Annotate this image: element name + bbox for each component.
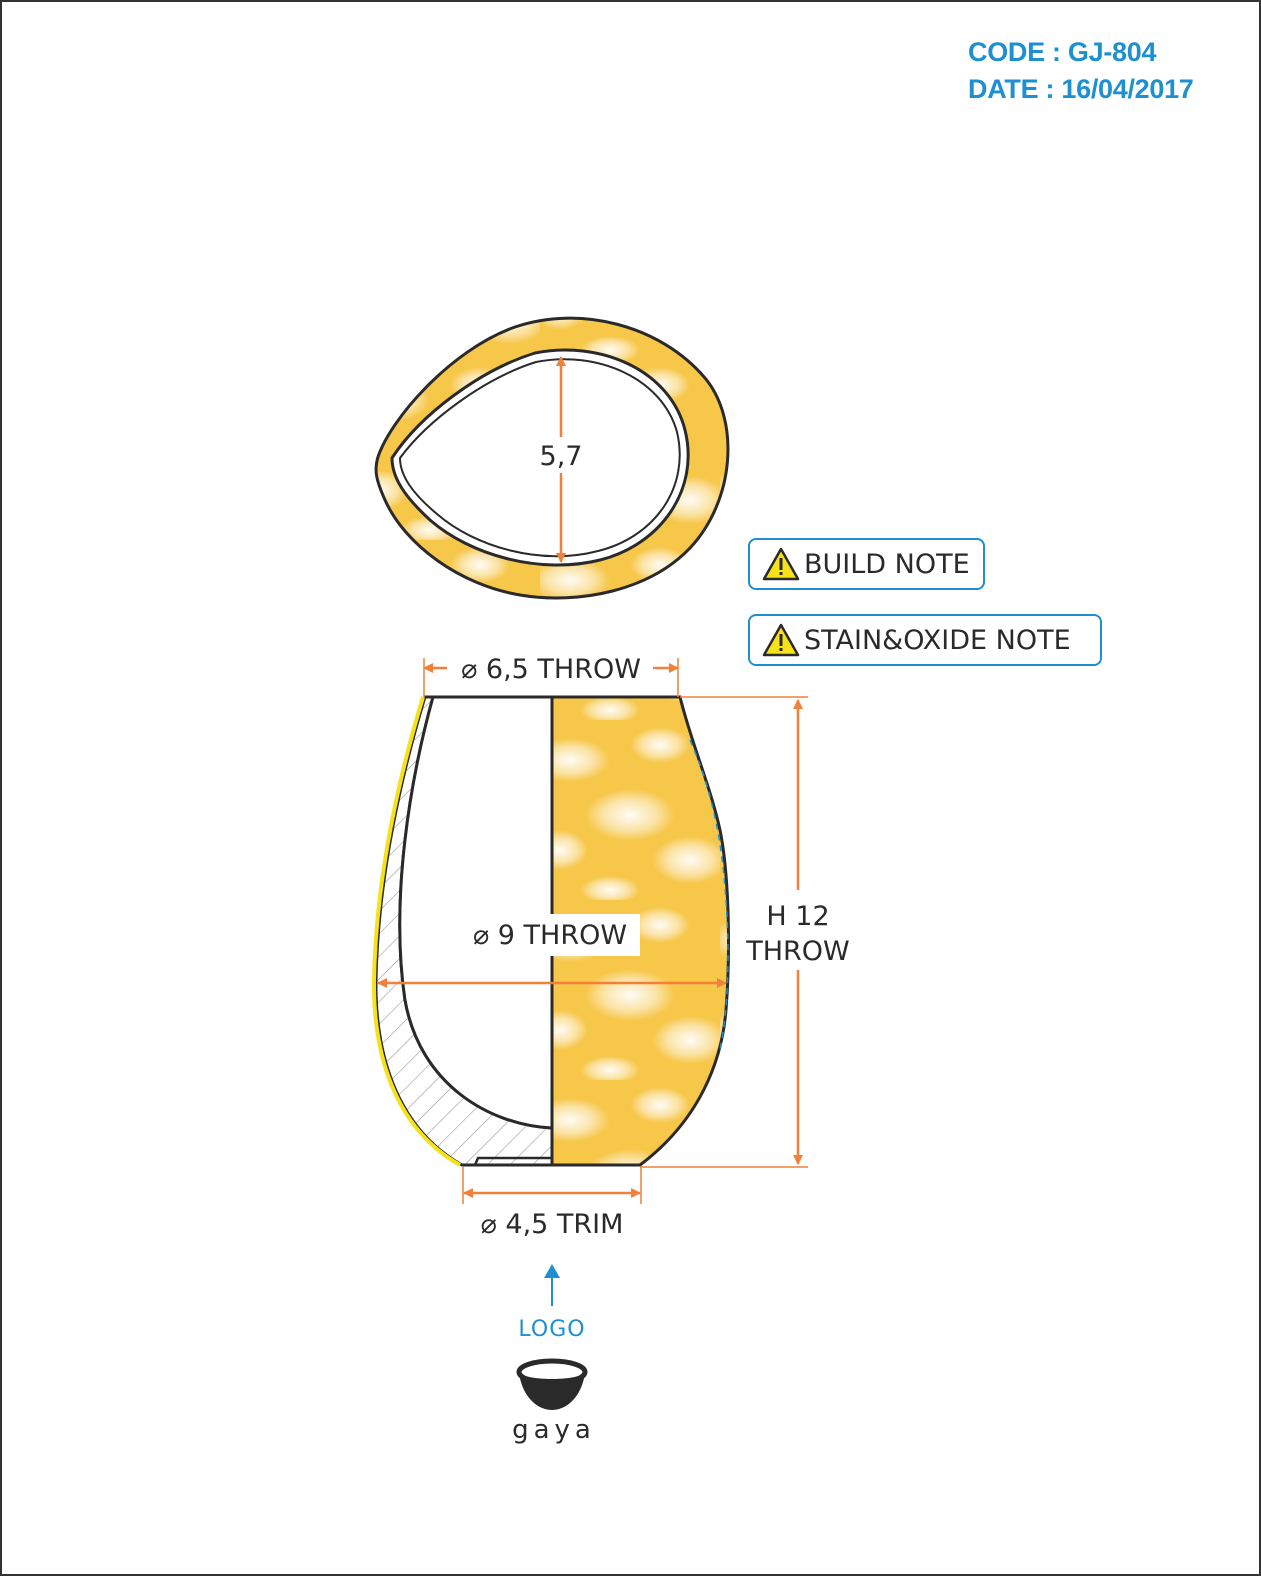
top-view-dimension-label: 5,7 bbox=[540, 441, 583, 472]
drawing-date: DATE : 16/04/2017 bbox=[968, 74, 1194, 104]
spec-header: CODE : GJ-804 DATE : 16/04/2017 bbox=[968, 34, 1194, 108]
side-view-exterior-half bbox=[550, 695, 730, 1167]
side-view-interior bbox=[398, 695, 554, 1130]
warning-icon bbox=[762, 623, 800, 657]
side-view-profile-dash bbox=[689, 739, 729, 1051]
height-label-line1: H 12 bbox=[766, 901, 829, 932]
stain-oxide-note-button[interactable]: STAIN&OXIDE NOTE bbox=[748, 614, 1102, 666]
logo-placement: LOGO gaya bbox=[512, 1264, 596, 1445]
height-label-line2: THROW bbox=[745, 936, 850, 967]
top-diameter-label: ⌀ 6,5 THROW bbox=[461, 654, 641, 685]
side-view: ⌀ 6,5 THROW ⌀ 9 THROW H 12 THROW ⌀ 4,5 T… bbox=[371, 648, 850, 1240]
build-note-button[interactable]: BUILD NOTE bbox=[748, 538, 985, 590]
product-code: CODE : GJ-804 bbox=[968, 37, 1157, 67]
top-view-inner-lip bbox=[398, 358, 681, 558]
side-view-foot bbox=[462, 1156, 640, 1167]
gaya-bowl-rim-icon bbox=[516, 1358, 588, 1386]
logo-arrow-head bbox=[544, 1264, 560, 1278]
build-note-label: BUILD NOTE bbox=[804, 548, 970, 580]
logo-label: LOGO bbox=[518, 1317, 585, 1342]
side-view-glaze-line bbox=[371, 696, 461, 1167]
foot-diameter-label: ⌀ 4,5 TRIM bbox=[481, 1209, 624, 1240]
body-diameter-label: ⌀ 9 THROW bbox=[473, 920, 627, 951]
top-view: 5,7 bbox=[374, 316, 730, 600]
stain-oxide-note-label: STAIN&OXIDE NOTE bbox=[804, 624, 1071, 656]
warning-icon bbox=[762, 547, 800, 581]
brand-name: gaya bbox=[512, 1415, 596, 1445]
